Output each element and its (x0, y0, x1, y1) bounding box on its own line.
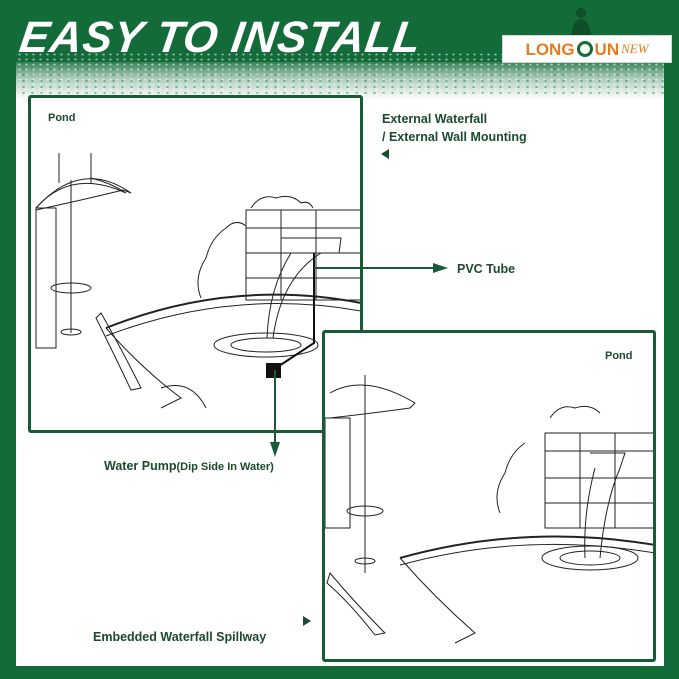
label-line-1: External Waterfall (382, 112, 488, 126)
logo-text-right: UN (594, 39, 620, 59)
logo-ring-icon (576, 41, 593, 57)
illustration-panel-external: Pond (28, 95, 363, 433)
pointer-left-icon (381, 149, 389, 159)
label-pvc-tube: PVC Tube (457, 262, 516, 276)
brand-logo: LONG UN NEW (502, 35, 672, 63)
logo-text-left: LONG (525, 39, 575, 59)
garden-illustration (35, 153, 360, 409)
garden-illustration (325, 375, 653, 644)
label-embedded-spillway: Embedded Waterfall Spillway (93, 630, 267, 644)
label-water-pump: Water Pump(Dip Side In Water) (104, 457, 274, 476)
panel-label: Pond (605, 350, 633, 362)
logo-new: NEW (621, 41, 649, 56)
illustration-panel-embedded: Pond (322, 330, 656, 662)
pump-label-main: Water Pump (104, 459, 177, 473)
pump-label-note: (Dip Side In Water) (176, 461, 274, 473)
page-title: EASY TO INSTALL (16, 13, 425, 62)
label-line-2: / External Wall Mounting (382, 130, 527, 144)
pointer-right-icon (303, 616, 311, 626)
panel-label: Pond (48, 112, 76, 124)
mascot-icon (571, 8, 591, 38)
label-external-waterfall: External Waterfall / External Wall Mount… (382, 110, 527, 146)
